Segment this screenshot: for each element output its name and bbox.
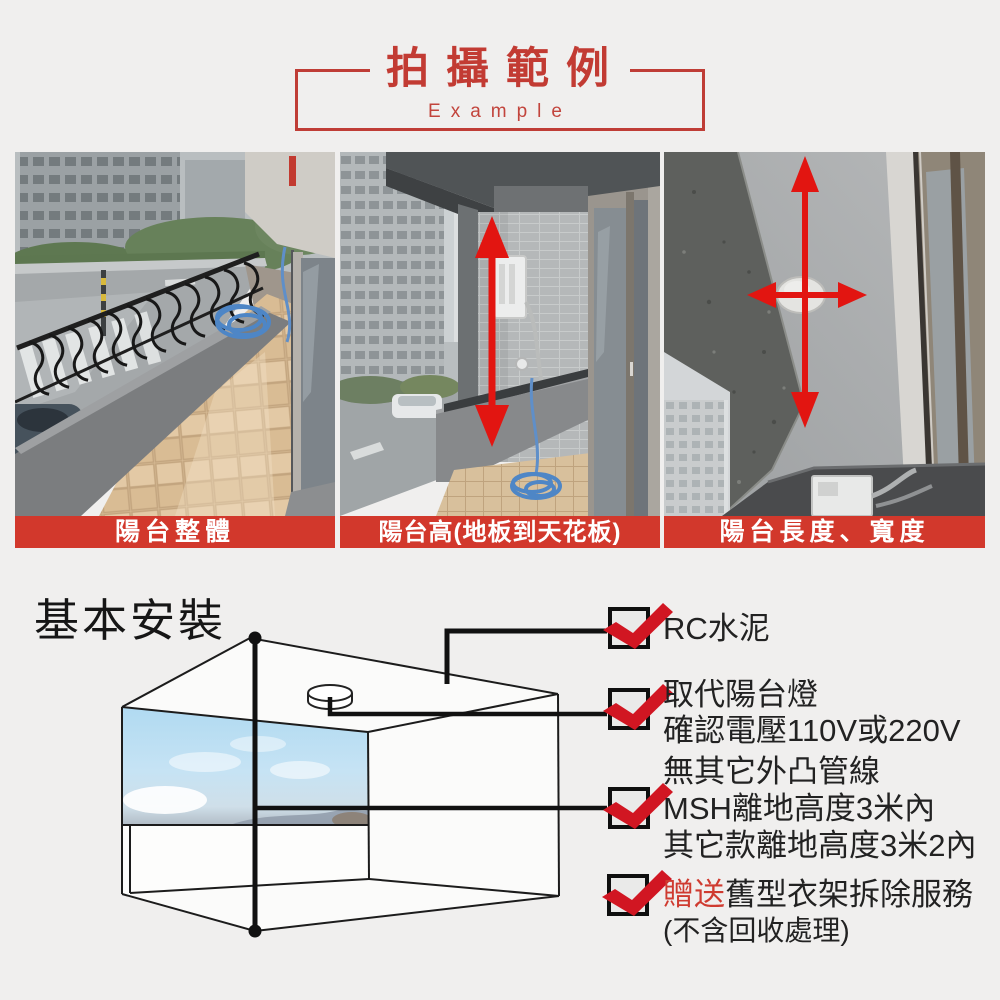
checkbox-rc-concrete [603,603,673,649]
railing-parapet [436,368,592,482]
window-wall-right [886,152,985,516]
glass-doors [588,152,660,516]
blue-hose [215,246,292,343]
balcony-floor [436,377,608,516]
callout-connectors [252,628,607,931]
photo-balcony-ceiling [664,152,985,516]
building-lower-left [664,352,730,516]
balcony-height-image [340,152,660,516]
highlight-text: 贈送 [663,877,725,912]
stone-parapet [15,306,291,516]
photo-label-length-width: 陽台長度、寬度 [664,516,985,548]
check-icon [603,684,673,730]
right-window-wall [245,152,335,516]
checklist-text: 贈送舊型衣架拆除服務 [663,878,973,912]
photo-balcony-overall [15,152,335,516]
photo-label-height: 陽台高(地板到天花板) [340,516,660,548]
checklist-text: 取代陽台燈 [663,677,818,712]
balcony-ceiling-image [664,152,985,516]
checkbox-free-removal [602,870,672,916]
rest-text: 舊型衣架拆除服務 [725,877,973,912]
bottom-wall [722,462,985,516]
check-icon [603,603,673,649]
checklist-text: RC水泥 [663,611,770,646]
height-measure-arrow-icon [475,216,509,447]
cross-measure-arrows-icon [747,156,867,428]
room-wireframe [121,628,607,938]
checklist-text: 確認電壓110V或220V [663,713,961,748]
check-icon [603,783,673,829]
installation-diagram [121,628,607,938]
page-title: 拍攝範例 [370,45,630,93]
page-subtitle: Example [428,101,572,122]
checklist-text: 其它款離地高度3米2內 [663,828,977,863]
balcony-overall-image [15,152,335,516]
balcony-tile-floor [99,294,335,516]
checklist-text: 無其它外凸管線 [663,754,880,789]
wrought-iron-railing [15,251,274,404]
checkbox-clearance [603,783,673,829]
photo-label-overall: 陽台整體 [15,516,335,548]
checklist-text: MSH離地高度3米內 [663,791,936,826]
checkbox-replace-light [603,684,673,730]
photo-balcony-height [340,152,660,516]
section-heading: 基本安裝 [34,595,227,646]
blue-hose [510,377,562,500]
wireframe-lines [121,637,560,932]
check-icon [602,870,672,916]
checklist-note: (不含回收處理) [663,915,850,946]
